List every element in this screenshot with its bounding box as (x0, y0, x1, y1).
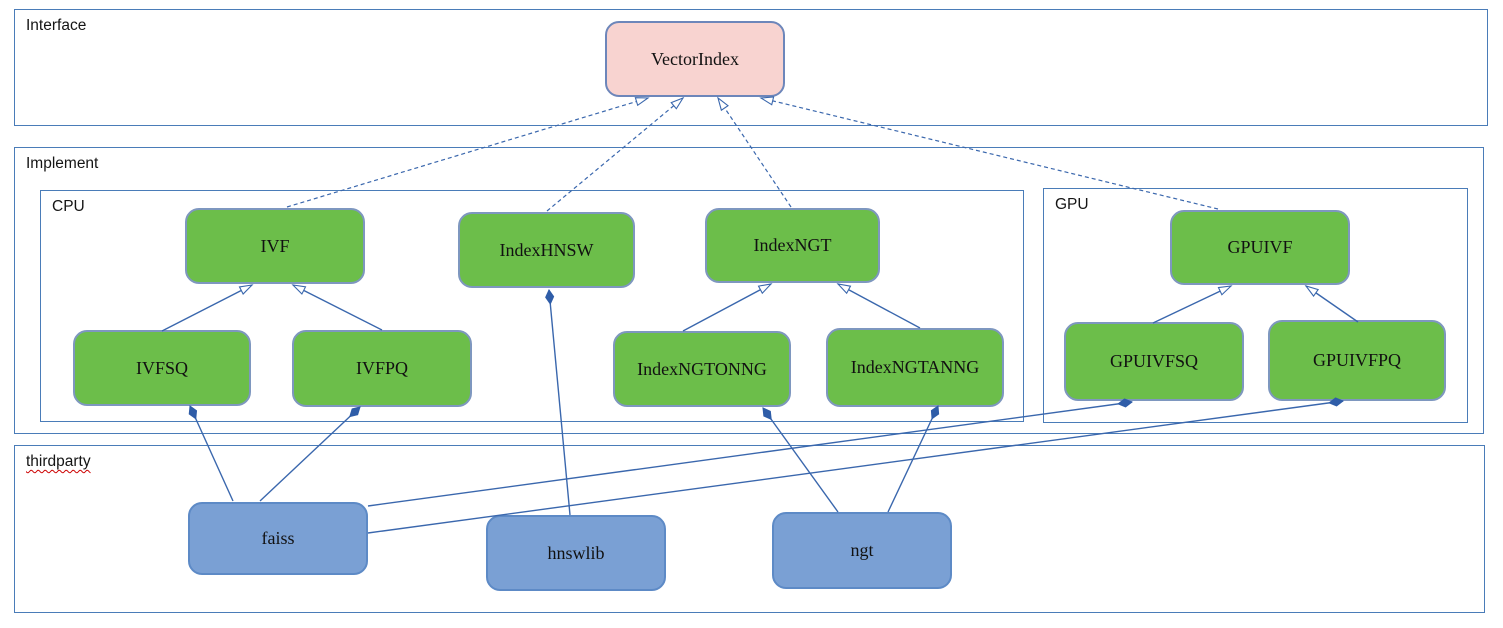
node-gpuivfpq-label: GPUIVFPQ (1312, 350, 1402, 370)
node-gpuivf-label: GPUIVF (1227, 237, 1293, 257)
node-indexngtanng: IndexNGTANNG (826, 328, 1004, 407)
node-hnswlib: hnswlib (486, 515, 666, 591)
node-gpuivf: GPUIVF (1170, 210, 1350, 285)
container-interface-label: Interface (26, 17, 87, 34)
node-faiss-label: faiss (261, 528, 295, 548)
node-ivfpq: IVFPQ (292, 330, 472, 407)
node-gpuivfsq: GPUIVFSQ (1064, 322, 1244, 401)
container-thirdparty-label: thirdparty (26, 453, 91, 470)
node-ivf: IVF (185, 208, 365, 284)
container-implement-label: Implement (26, 155, 99, 172)
node-indexngtonng-label: IndexNGTONNG (637, 358, 767, 379)
node-vectorindex: VectorIndex (605, 21, 785, 97)
node-indexhnsw-label: IndexHNSW (499, 239, 594, 260)
container-gpu-label: GPU (1055, 196, 1089, 213)
node-ngt: ngt (772, 512, 952, 589)
node-ngt-label: ngt (850, 540, 874, 560)
node-indexhnsw: IndexHNSW (458, 212, 635, 288)
node-ivf-label: IVF (260, 235, 290, 256)
node-gpuivfpq: GPUIVFPQ (1268, 320, 1446, 401)
node-ivfsq-label: IVFSQ (135, 357, 188, 378)
node-faiss: faiss (188, 502, 368, 575)
node-indexngtanng-label: IndexNGTANNG (850, 357, 980, 377)
node-ivfpq-label: IVFPQ (355, 358, 408, 378)
node-indexngt: IndexNGT (705, 208, 880, 283)
node-indexngtonng: IndexNGTONNG (613, 331, 791, 407)
container-cpu-label: CPU (52, 198, 85, 215)
node-hnswlib-label: hnswlib (547, 542, 605, 563)
node-indexngt-label: IndexNGT (753, 235, 832, 255)
node-gpuivfsq-label: GPUIVFSQ (1109, 351, 1199, 371)
node-vectorindex-label: VectorIndex (651, 48, 739, 69)
node-ivfsq: IVFSQ (73, 330, 251, 406)
